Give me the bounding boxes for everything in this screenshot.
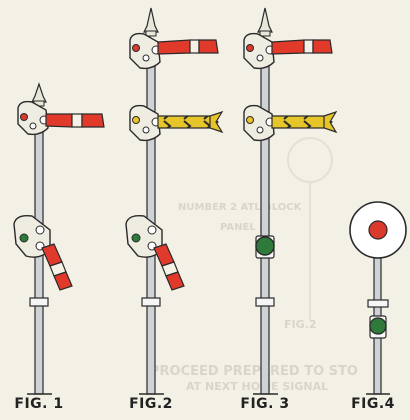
caption-fig-3: FIG. 3 xyxy=(240,396,290,412)
caption-fig-4: FIG.4 xyxy=(351,396,395,412)
ghost-text-2: PANEL D xyxy=(220,222,268,233)
finial xyxy=(31,82,47,103)
lamp-yellow xyxy=(132,116,140,124)
lamp-red xyxy=(246,44,254,52)
caption-fig-2: FIG.2 xyxy=(129,396,173,412)
lamp-green xyxy=(131,233,141,243)
spectacle-upper xyxy=(17,100,49,136)
ghost-text-3: FIG.2 xyxy=(284,318,317,331)
ghost-signal xyxy=(287,137,333,320)
yellow-arm xyxy=(271,115,333,129)
ghost-text-1: NUMBER 2 ATL BLOCK xyxy=(178,202,302,213)
lamp-green xyxy=(369,317,387,335)
figure-3 xyxy=(243,7,338,395)
figure-4 xyxy=(349,201,407,395)
lamp-red xyxy=(368,220,388,240)
finial xyxy=(143,7,159,33)
figure-1 xyxy=(13,82,105,395)
lamp-green xyxy=(255,236,275,256)
caption-fig-1: FIG. 1 xyxy=(14,396,64,412)
post xyxy=(260,53,270,395)
figure-2 xyxy=(125,7,224,395)
ghost-text-4: PROCEED PREPARED TO STO xyxy=(150,364,358,379)
lamp-yellow xyxy=(246,116,254,124)
lamp-red xyxy=(132,44,140,52)
yellow-arm xyxy=(157,115,219,129)
lamp-red xyxy=(20,113,28,121)
ghost-text-5: AT NEXT HOME SIGNAL xyxy=(186,380,329,393)
finial xyxy=(257,7,273,33)
lamp-green xyxy=(19,233,29,243)
